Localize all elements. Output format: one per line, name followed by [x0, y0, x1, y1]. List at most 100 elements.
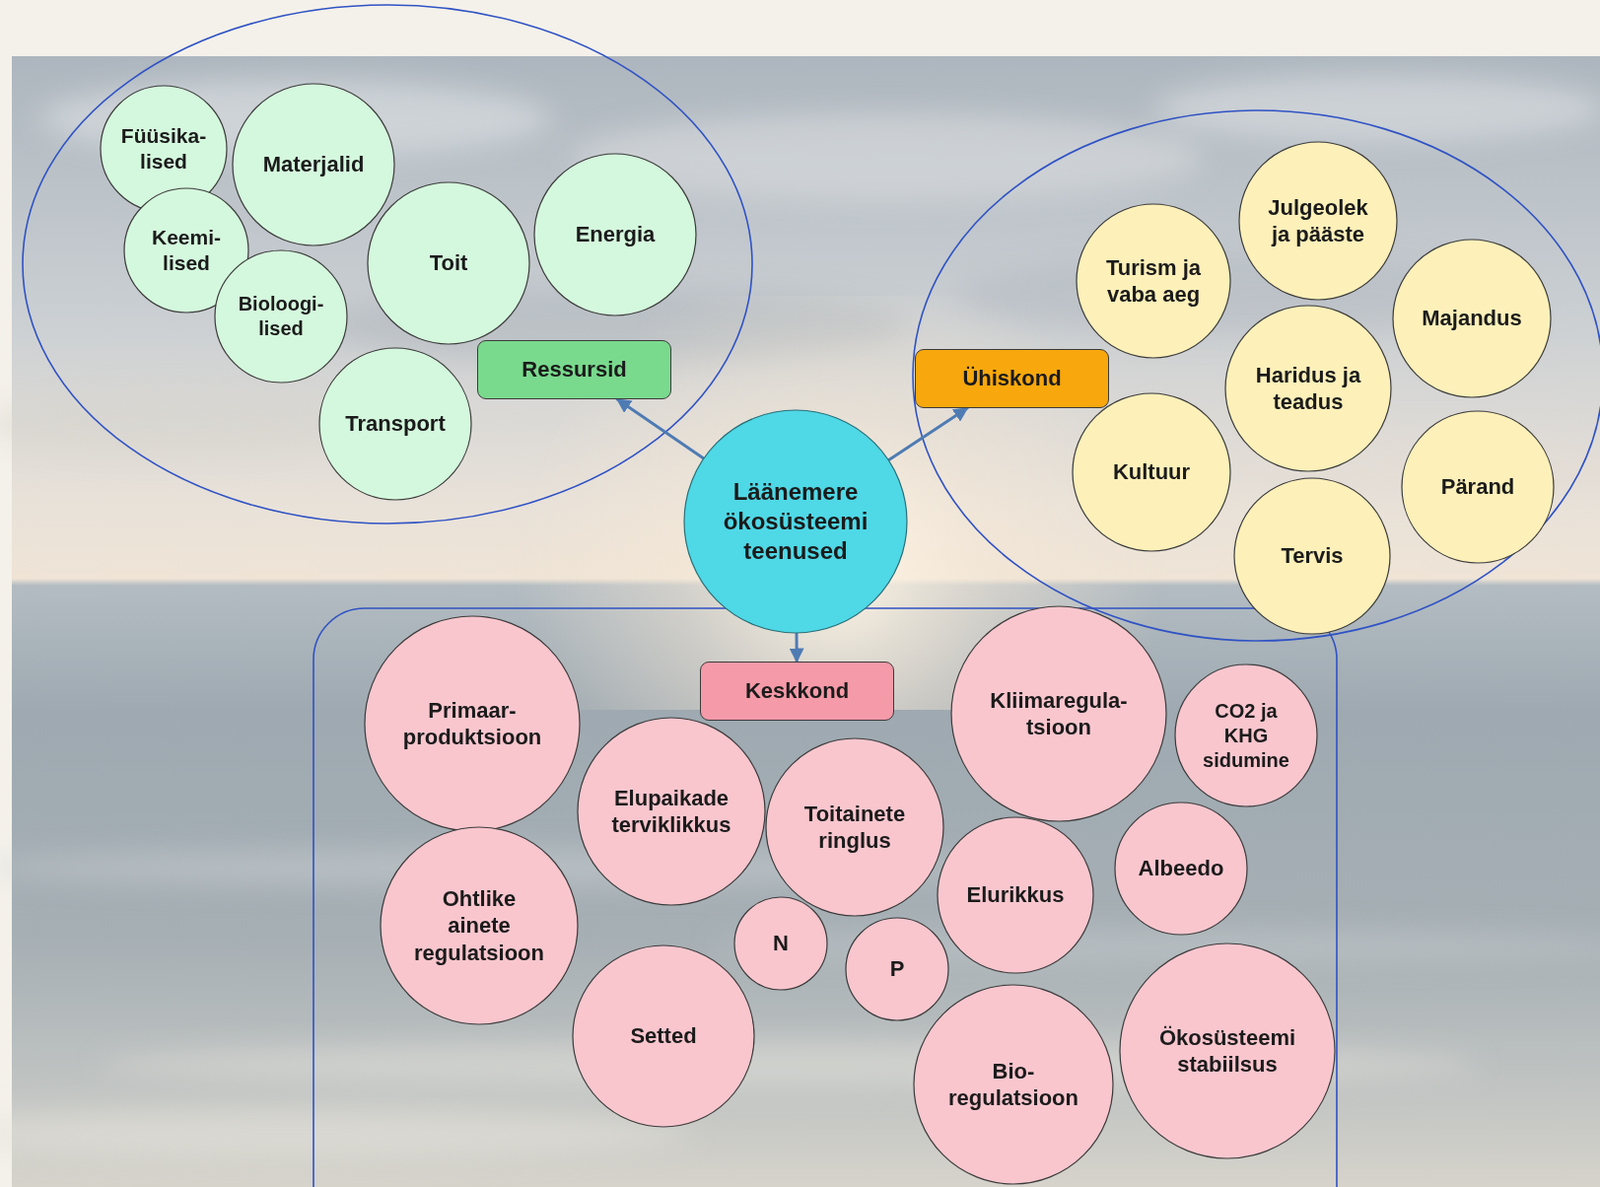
service-label: Majandus: [1421, 304, 1522, 333]
category-label: Keskkond: [745, 677, 849, 705]
service-circle: Bioloogi- lised: [213, 249, 348, 384]
circle-shape: [380, 827, 578, 1025]
service-circle: Ohtlike ainete regulatsioon: [379, 826, 579, 1026]
circle-shape: [319, 347, 472, 500]
environment-group-outline: [313, 608, 1337, 1187]
category-box: Ressursid: [477, 340, 672, 400]
service-circle: Albeedo: [1113, 801, 1249, 936]
connector-arrow: [617, 399, 703, 459]
service-label: Transport: [345, 410, 445, 438]
connector-arrow: [889, 408, 968, 460]
service-label: Elupaikade terviklikkus: [607, 784, 736, 839]
circle-shape: [572, 945, 755, 1127]
service-label: Turism ja vaba aeg: [1099, 254, 1208, 309]
circle-shape: [937, 817, 1094, 974]
service-label: Elurikkus: [966, 881, 1064, 909]
service-label: Füüsika- lised: [116, 123, 211, 176]
service-circle: CO2 ja KHG sidumine: [1174, 663, 1319, 808]
connector-arrow: [795, 633, 799, 662]
service-label: Ökosüsteemi stabiilsus: [1156, 1024, 1300, 1079]
service-circle: Majandus: [1391, 238, 1552, 399]
service-label: Materjalid: [263, 150, 365, 179]
service-circle: Toitainete ringlus: [765, 737, 945, 917]
service-label: Haridus ja teadus: [1252, 361, 1365, 417]
circle-shape: [1072, 393, 1231, 552]
circle-shape: [1175, 664, 1318, 807]
service-circle: Elurikkus: [936, 816, 1095, 974]
circle-shape: [1239, 141, 1397, 300]
service-label: Setted: [629, 1022, 696, 1050]
circle-shape: [913, 984, 1114, 1184]
circle-outline: [1075, 203, 1232, 359]
service-circle: Pärand: [1400, 410, 1555, 564]
service-label: Albeedo: [1138, 854, 1225, 883]
service-circle: Haridus ja teadus: [1224, 304, 1392, 473]
circle-shape: [364, 616, 580, 832]
service-circle: Primaar- produktsioon: [363, 615, 581, 833]
service-label: Keemi- lised: [141, 224, 231, 278]
service-label: N: [772, 929, 789, 958]
sky-and-sea: [11, 56, 1600, 1187]
service-circle: Materjalid: [231, 82, 396, 247]
service-label: Kliimaregula- tsioon: [984, 687, 1133, 742]
service-label: Bio- regulatsioon: [944, 1057, 1083, 1113]
service-circle: Setted: [571, 944, 756, 1128]
center-circle: Läänemere ökosüsteemi teenused: [683, 409, 908, 634]
circle-shape: [1234, 478, 1391, 634]
circle-outline: [1224, 304, 1392, 473]
category-box: Keskkond: [699, 661, 895, 721]
service-label: Ohtlike ainete regulatsioon: [411, 885, 548, 968]
category-label: Ressursid: [521, 355, 627, 384]
service-label: Pärand: [1441, 473, 1516, 501]
service-circle: Kultuur: [1071, 392, 1232, 553]
service-label: Toit: [429, 249, 469, 278]
service-circle: Ökosüsteemi stabiilsus: [1118, 942, 1336, 1160]
category-box: Ühiskond: [914, 348, 1110, 409]
service-label: Toitainete ringlus: [798, 800, 912, 855]
service-label: Tervis: [1280, 542, 1343, 570]
circle-shape: [1392, 239, 1551, 398]
resources-group-outline: [22, 4, 753, 524]
service-circle: N: [733, 896, 829, 991]
circle-shape: [1401, 411, 1554, 563]
service-label: P: [890, 955, 905, 983]
service-label: Energia: [575, 220, 656, 249]
service-label: Bioloogi- lised: [234, 291, 328, 342]
service-circle: Tervis: [1233, 477, 1392, 635]
center-label: Läänemere ökosüsteemi teenused: [717, 477, 874, 566]
circle-shape: [765, 738, 944, 916]
circle-outline: [363, 615, 581, 833]
circle-outline: [1238, 140, 1398, 301]
service-circle: Transport: [318, 347, 473, 501]
service-circle: Elupaikade terviklikkus: [576, 716, 766, 906]
service-label: Kultuur: [1113, 458, 1190, 487]
circle-outline: [213, 249, 348, 384]
circle-shape: [577, 717, 766, 905]
service-circle: P: [844, 916, 950, 1022]
circle-outline: [912, 983, 1114, 1185]
circle-outline: [576, 716, 766, 906]
service-circle: Toit: [366, 181, 531, 346]
circle-outline: [765, 737, 945, 917]
service-label: Julgeolek ja pääste: [1263, 194, 1373, 249]
circle-shape: [684, 410, 907, 633]
circle-shape: [1076, 204, 1231, 358]
circle-shape: [367, 182, 530, 345]
service-label: CO2 ja KHG sidumine: [1199, 698, 1294, 773]
service-circle: Bio- regulatsioon: [912, 983, 1114, 1185]
circle-outline: [1118, 942, 1336, 1160]
circle-shape: [232, 83, 395, 246]
circle-shape: [951, 606, 1167, 822]
category-label: Ühiskond: [962, 364, 1061, 393]
circle-shape: [1119, 943, 1335, 1159]
service-circle: Energia: [533, 152, 697, 317]
service-circle: Julgeolek ja pääste: [1238, 140, 1398, 301]
circle-shape: [1225, 305, 1392, 472]
circle-shape: [1114, 802, 1248, 935]
service-circle: Turism ja vaba aeg: [1075, 203, 1232, 359]
circle-shape: [534, 153, 696, 316]
circle-shape: [734, 897, 828, 990]
circle-shape: [845, 917, 949, 1021]
society-group-outline: [912, 110, 1600, 641]
